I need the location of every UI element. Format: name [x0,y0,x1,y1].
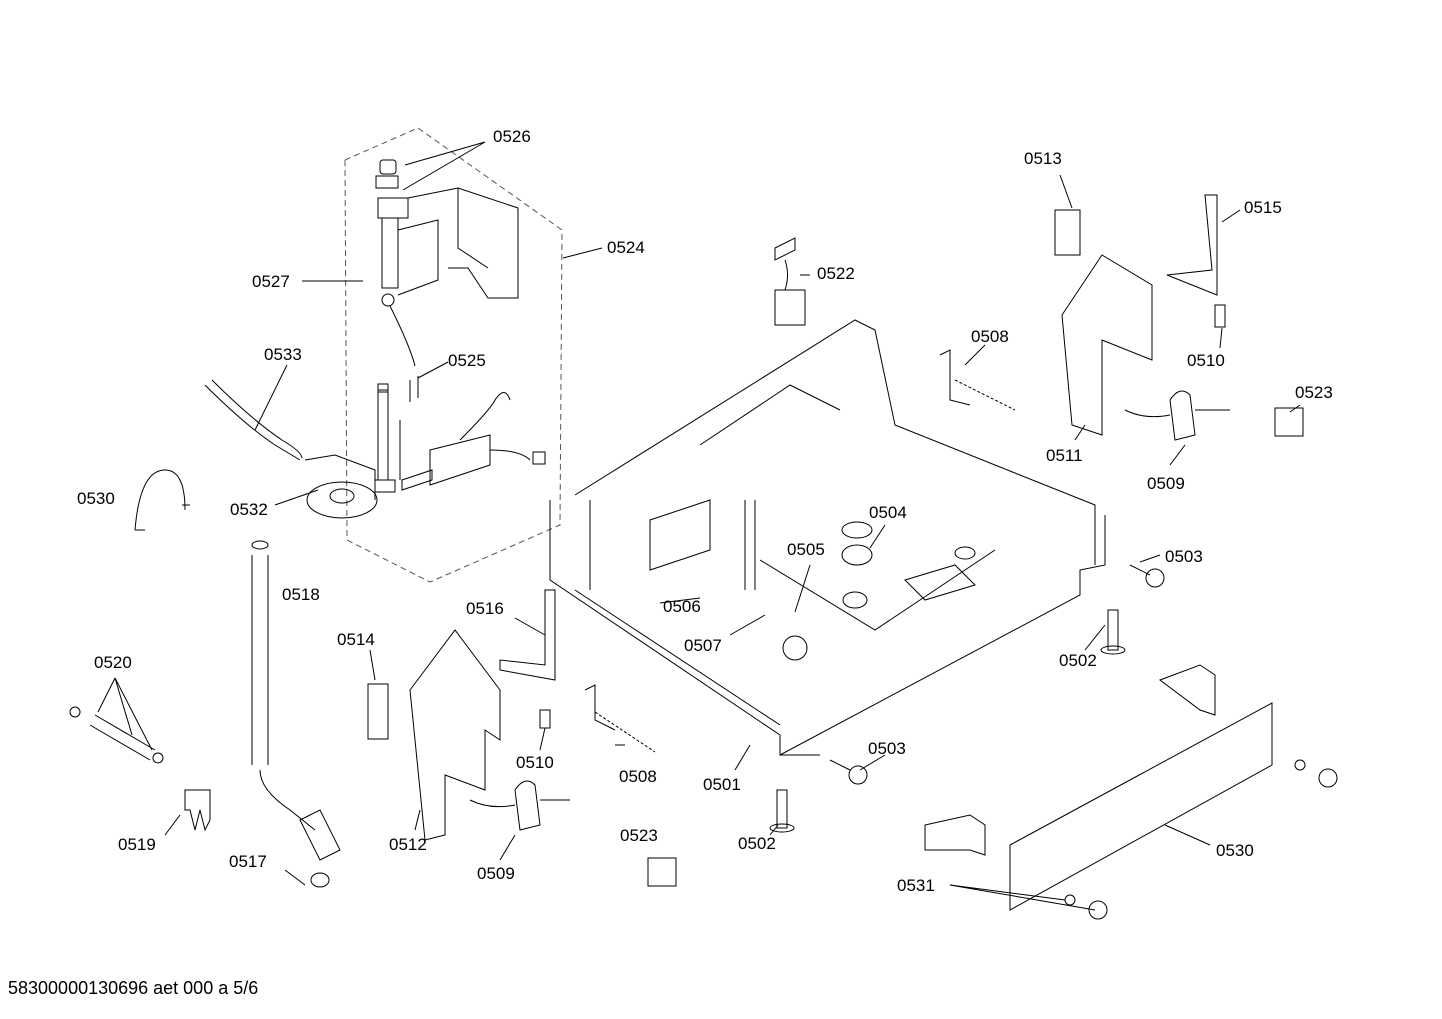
bracket-part-0515 [1166,194,1218,296]
label-0508-right: 0508 [971,327,1009,346]
clip-part-0530 [134,469,190,531]
label-0523-left: 0523 [620,826,658,845]
label-0514: 0514 [337,630,375,649]
clamp-part-0519 [184,789,211,832]
label-0509-right: 0509 [1147,474,1185,493]
base-tub-0501 [549,319,1106,756]
spring-part-0508a [584,684,656,753]
frame-part-0511 [1061,254,1153,436]
label-0520: 0520 [94,653,132,672]
label-0533: 0533 [264,345,302,364]
label-0501: 0501 [703,775,741,794]
block-part-0523b [1274,407,1304,437]
label-0517: 0517 [229,852,267,871]
clip-part-0510a [539,709,551,729]
bracket-screws-0531 [924,664,1338,920]
plug-part-0522 [774,237,806,326]
bracket-part-0514 [367,683,389,740]
sensor-part-0509a [469,780,570,831]
label-0526: 0526 [493,127,531,146]
label-0525: 0525 [448,351,486,370]
label-0516: 0516 [466,599,504,618]
label-0509-left: 0509 [477,864,515,883]
label-0510-right: 0510 [1187,351,1225,370]
bolt-0503a [1129,564,1165,588]
label-0523-right: 0523 [1295,383,1333,402]
label-0518: 0518 [282,585,320,604]
label-0530-left: 0530 [77,489,115,508]
leader-lines [97,141,1301,911]
label-0507: 0507 [684,636,722,655]
label-0506: 0506 [663,597,701,616]
heater-part [377,376,546,491]
corrugated-hose-0518 [251,540,316,831]
label-0531: 0531 [897,876,935,895]
label-0532: 0532 [230,500,268,519]
label-0522: 0522 [817,264,855,283]
pump-assembly-part [375,159,519,367]
label-0530-right: 0530 [1216,841,1254,860]
label-0511: 0511 [1046,446,1083,465]
pump-group-dashed-outline [344,127,563,583]
label-0502-bottom: 0502 [738,834,776,853]
document-reference: 58300000130696 aet 000 a 5/6 [8,978,259,998]
label-0513: 0513 [1024,149,1062,168]
foot-screw-0502a [1100,609,1126,655]
label-0527: 0527 [252,272,290,291]
label-0519: 0519 [118,835,156,854]
clip-part-0510b [1214,304,1226,328]
hose-end-0517 [299,809,341,888]
block-part-0523a [647,857,677,887]
label-0504: 0504 [869,503,907,522]
frame-part-0512 [409,629,501,841]
sensor-part-0509b [1124,390,1230,441]
label-0510-left: 0510 [516,753,554,772]
label-0503-right: 0503 [1165,547,1203,566]
spring-part-0508b [939,349,1016,411]
drain-pump-part [304,454,396,519]
front-panel-0530 [1009,702,1273,911]
label-0524: 0524 [607,238,645,257]
label-0503-bottom: 0503 [868,739,906,758]
label-0505: 0505 [787,540,825,559]
label-0515: 0515 [1244,198,1282,217]
foot-screw-0502b [769,789,795,833]
label-0508-left: 0508 [619,767,657,786]
connector-tube-0520 [69,706,164,764]
label-0502-right: 0502 [1059,651,1097,670]
bracket-part-0513 [1054,209,1081,256]
label-0512: 0512 [389,835,427,854]
bracket-part-0516 [499,589,556,681]
drain-hose-0533 [204,379,303,461]
bolt-0503b [829,759,868,785]
